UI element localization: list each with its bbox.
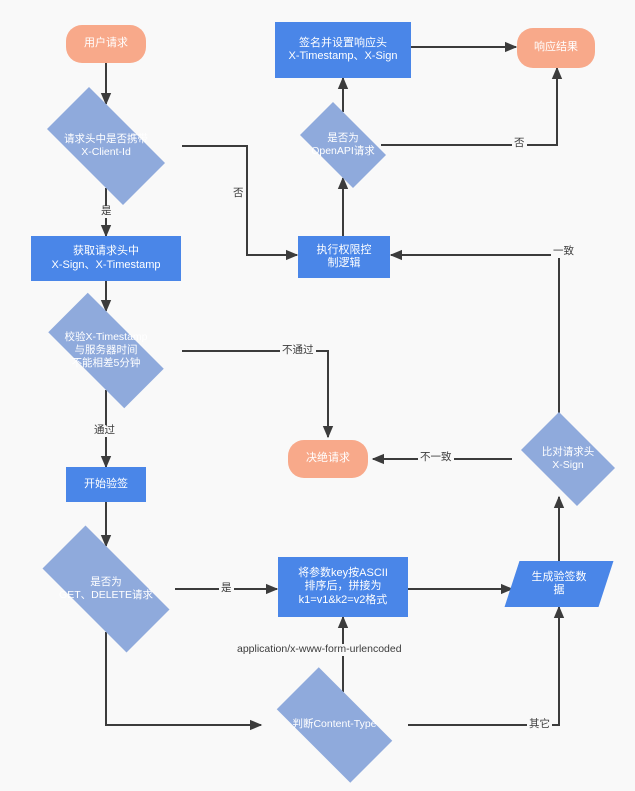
edge-has-client-id-to-permission-logic	[182, 145, 299, 261]
edge-label-pass-timestamp: 通过	[92, 424, 117, 437]
node-judge-content-type-label: 判断Content-Type	[292, 718, 377, 731]
node-generate-sign-data-label: 生成验签数 据	[531, 570, 587, 596]
node-generate-sign-data[interactable]: 生成验签数 据	[504, 561, 614, 607]
node-user-request[interactable]: 用户请求	[66, 25, 146, 63]
node-compare-x-sign-label: 比对请求头 X-Sign	[541, 445, 595, 471]
node-sign-and-set-header[interactable]: 签名并设置响应头 X-Timestamp、X-Sign	[275, 22, 411, 78]
edge-label-mismatch: 不一致	[418, 451, 454, 464]
node-is-openapi[interactable]: 是否为 OpenAPI请求	[290, 102, 396, 188]
node-sort-params[interactable]: 将参数key按ASCII 排序后，拼接为 k1=v1&k2=v2格式	[278, 557, 408, 617]
node-has-client-id[interactable]: 请求头中是否携带 X-Client-Id	[30, 87, 182, 205]
edge-label-no-openapi: 否	[512, 137, 527, 150]
edge-is-openapi-to-response-result	[381, 66, 563, 146]
node-verify-timestamp-label: 校验X-Timestamp 与服务器时间 不能相差5分钟	[64, 330, 148, 370]
edge-verify-timestamp-to-reject-request	[182, 350, 334, 439]
node-response-result[interactable]: 响应结果	[517, 28, 595, 68]
edge-label-match: 一致	[551, 245, 576, 258]
node-reject-request[interactable]: 决绝请求	[288, 440, 368, 478]
edge-compare-x-sign-to-permission-logic	[389, 249, 560, 421]
node-is-get-delete[interactable]: 是否为 GET、DELETE请求	[22, 525, 190, 653]
edge-label-yes-get-delete: 是	[219, 582, 234, 595]
edge-label-no-client-id: 否	[231, 187, 246, 200]
node-compare-x-sign[interactable]: 比对请求头 X-Sign	[512, 412, 624, 506]
node-permission-logic[interactable]: 执行权限控 制逻辑	[298, 236, 390, 278]
node-is-openapi-label: 是否为 OpenAPI请求	[311, 131, 375, 157]
edge-label-fail-timestamp: 不通过	[280, 344, 316, 357]
edge-label-other: 其它	[527, 718, 552, 731]
edge-label-urlencoded: application/x-www-form-urlencoded	[235, 643, 404, 656]
edge-judge-content-type-to-generate-sign-data	[408, 605, 565, 726]
node-has-client-id-label: 请求头中是否携带 X-Client-Id	[64, 132, 148, 158]
edge-label-yes-client-id: 是	[99, 205, 114, 218]
node-start-verify-sign[interactable]: 开始验签	[66, 467, 146, 502]
node-verify-timestamp[interactable]: 校验X-Timestamp 与服务器时间 不能相差5分钟	[30, 292, 182, 409]
node-judge-content-type[interactable]: 判断Content-Type	[261, 667, 408, 783]
node-is-get-delete-label: 是否为 GET、DELETE请求	[59, 575, 153, 601]
node-get-headers[interactable]: 获取请求头中 X-Sign、X-Timestamp	[31, 236, 181, 281]
